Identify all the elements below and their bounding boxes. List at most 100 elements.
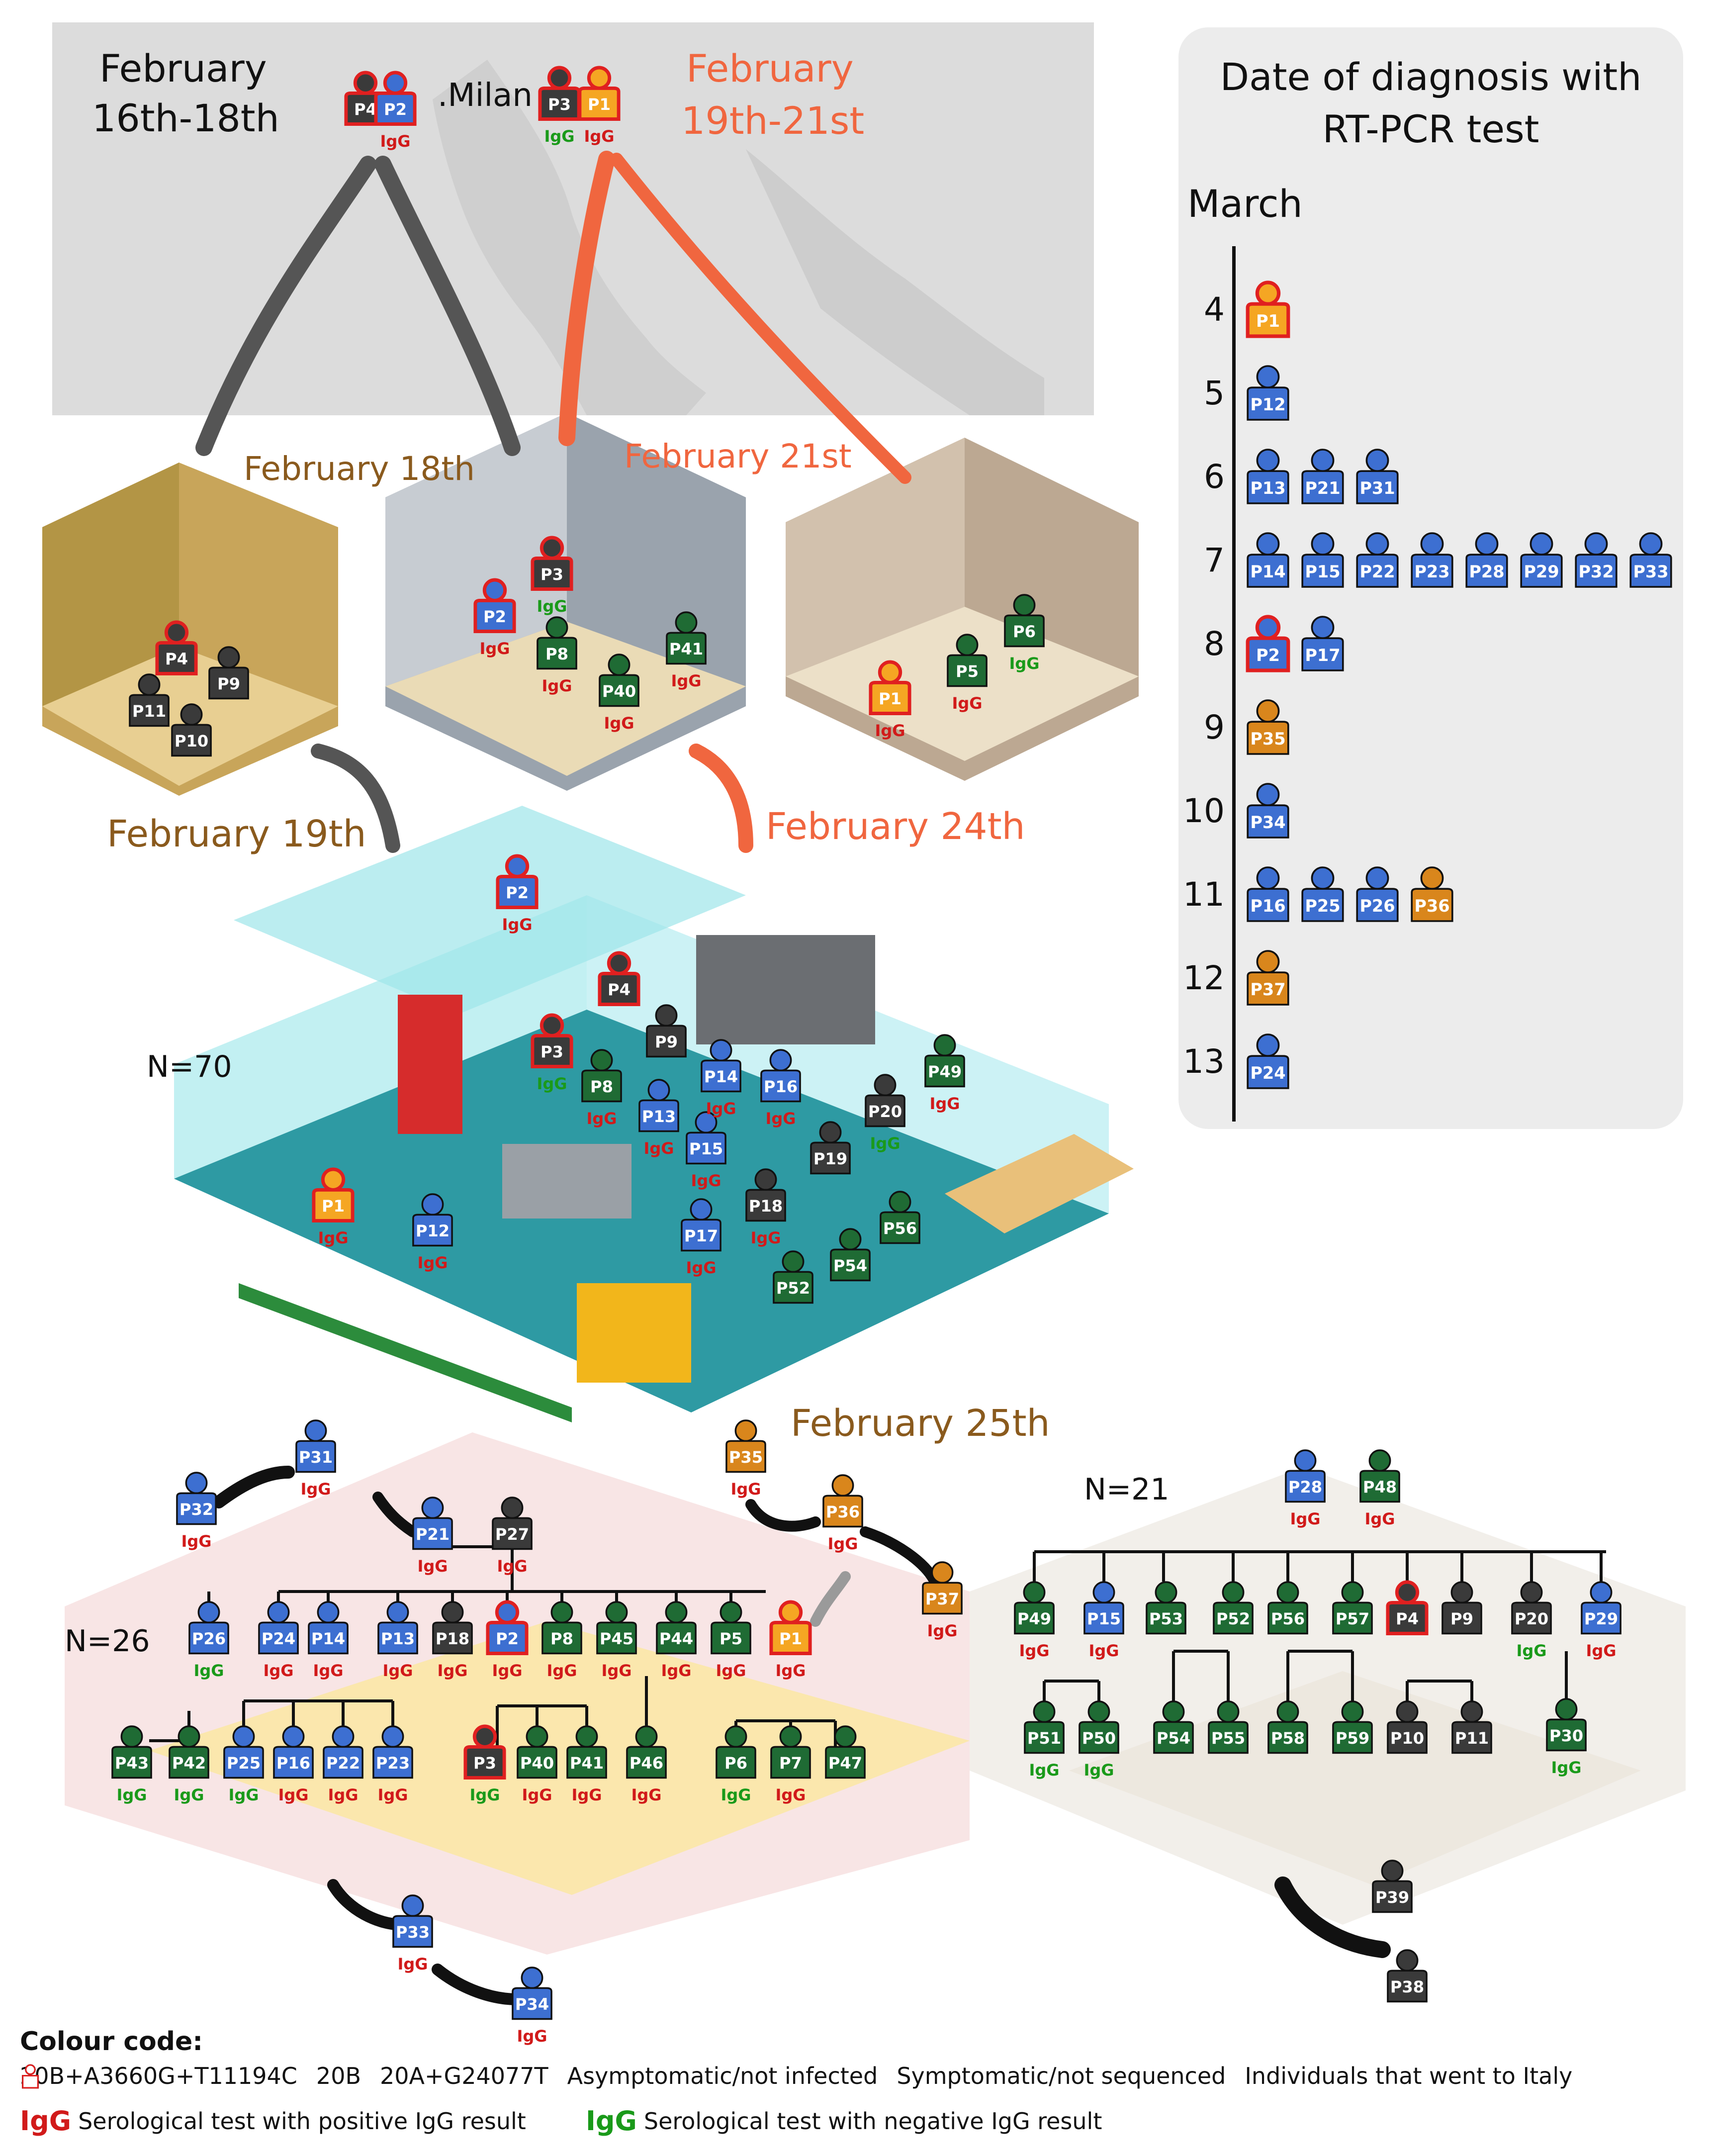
tree1-person-p33: P33 (392, 1894, 433, 1948)
tree1-person-p16-igg: IgG (278, 1785, 308, 1804)
factory-person-p20-head (874, 1074, 897, 1097)
tree1-person-p41: P41 (566, 1725, 607, 1779)
tree1-person-p25-body (223, 1746, 264, 1779)
tree2-person-p56: P56 (1267, 1581, 1308, 1635)
tree1-person-p22-id-label: P22 (326, 1754, 360, 1773)
tree2-person-p28-head (1294, 1449, 1317, 1472)
tree1-person-p24-igg: IgG (263, 1661, 293, 1680)
legend-item-1: 20B (22, 2062, 361, 2089)
tree1-person-p21-body (412, 1517, 453, 1550)
tree2-person-p59-id-label: P59 (1336, 1729, 1369, 1748)
factory-person-p1-head (321, 1167, 346, 1192)
igg-labels: IgG IgG IgG IgG IgG IgG IgG IgG IgG IgG IgG IgG IgG I… (116, 127, 1616, 2046)
tree1-person-p13-id-label: P13 (381, 1629, 415, 1648)
timeline-person-p2: P2 (1246, 615, 1290, 672)
tree1-person-p2-id-label: P2 (496, 1629, 519, 1648)
tree1-person-p18: P18 (432, 1601, 473, 1655)
timeline-person-p25-head (1311, 866, 1335, 890)
house1-person-p9-head (217, 646, 240, 669)
tree2-person-p57: P57 (1332, 1581, 1373, 1635)
tree1-person-p24-body (258, 1621, 299, 1655)
tree1-person-p46-head (635, 1725, 658, 1748)
tree1-person-p3-igg: IgG (469, 1785, 500, 1804)
tree1-person-p6-igg: IgG (721, 1785, 751, 1804)
tree1-person-p1-igg: IgG (775, 1661, 806, 1680)
tree2-person-p4-body (1386, 1600, 1429, 1635)
tree1-person-p40-igg: IgG (522, 1785, 552, 1804)
tree2-person-p9: P9 (1442, 1581, 1482, 1635)
tree2-person-p39-id-label: P39 (1375, 1888, 1409, 1907)
tree1-person-p5: P5 (711, 1601, 751, 1655)
factory-person-p14-igg: IgG (706, 1099, 736, 1118)
tree1-person-p41-igg: IgG (571, 1785, 602, 1804)
factory-person-p4-head (607, 951, 631, 975)
house1-person-p9: P9 (208, 646, 249, 700)
tree1-person-p1: P1 (769, 1600, 812, 1655)
timeline-title-line2: RT-PCR test (1322, 107, 1539, 151)
timeline-month: March (1187, 182, 1303, 226)
tree2-person-p59: P59 (1332, 1700, 1373, 1754)
tree1-person-p47-body (825, 1746, 866, 1779)
house2-person-p3-body (531, 556, 573, 591)
factory-person-p16-head (769, 1049, 792, 1072)
tree2-person-p57-id-label: P57 (1336, 1609, 1369, 1628)
factory-person-p8-head (590, 1049, 613, 1072)
tree2-person-p11-head (1460, 1700, 1483, 1723)
tree2-person-p29: P29 (1581, 1581, 1622, 1635)
n70-label: N=70 (147, 1049, 232, 1084)
tree2-person-p9-id-label: P9 (1450, 1609, 1473, 1628)
factory-person-p18-id-label: P18 (749, 1197, 783, 1216)
timeline-person-p14-head (1256, 532, 1280, 556)
chain-person-p35-igg: IgG (730, 1480, 761, 1499)
timeline-person-p21-body (1301, 470, 1344, 504)
factory-person-p12-head (421, 1193, 444, 1216)
tree1-person-p23-id-label: P23 (376, 1754, 410, 1773)
tree2-person-p54-body (1153, 1721, 1194, 1754)
factory-person-p18-head (754, 1168, 777, 1191)
timeline-person-p23: P23 (1411, 532, 1453, 588)
factory-person-p54: P54 (830, 1228, 871, 1282)
italy-person-p2-body (374, 91, 417, 126)
timeline-person-p34-id-label: P34 (1250, 813, 1285, 832)
factory-person-p14-head (710, 1039, 732, 1062)
tree1-person-p14-igg: IgG (313, 1661, 343, 1680)
chain-person-p37-igg: IgG (927, 1621, 957, 1640)
tree1-person-p7-id-label: P7 (779, 1754, 802, 1773)
timeline-person-p16-body (1247, 888, 1289, 922)
factory-person-p56-head (889, 1191, 911, 1214)
house3-person-p1-head (878, 660, 902, 684)
italy-person-p2-id-label: P2 (384, 100, 407, 119)
tree1-person-p25: P25 (223, 1725, 264, 1779)
house2-person-p2-igg: IgG (479, 639, 510, 658)
timeline-person-p33-id-label: P33 (1633, 562, 1668, 581)
tree2-person-p48-body (1359, 1470, 1400, 1503)
timeline-person-p26-body (1356, 888, 1399, 922)
tree1-person-p25-igg: IgG (228, 1785, 259, 1804)
legend-item-3: Asymptomatic/not infected (22, 2062, 878, 2089)
tree1-person-p16-id-label: P16 (276, 1754, 310, 1773)
factory-person-p3-id-label: P3 (541, 1042, 563, 1061)
tree2-person-p55: P55 (1208, 1700, 1249, 1754)
italy-person-p1-igg: IgG (584, 127, 614, 146)
factory-person-p1-body (312, 1188, 355, 1222)
factory-person-p52-body (773, 1271, 813, 1304)
factory-person-p4-body (598, 971, 640, 1006)
factory-person-p18-body (745, 1189, 786, 1222)
timeline-axis (1232, 246, 1236, 1122)
italy-person-p1-body (578, 86, 621, 121)
timeline-person-p12-body (1247, 386, 1289, 421)
timeline-person-p26-id-label: P26 (1359, 896, 1395, 916)
tree1-person-p31-body (295, 1440, 336, 1473)
tree1-person-p8-head (550, 1601, 573, 1624)
timeline-person-p12: P12 (1247, 365, 1289, 421)
house2-person-p40-body (599, 674, 639, 707)
feb-19-21-label-line2: 19th-21st (681, 98, 865, 143)
factory-person-p2-igg: IgG (502, 915, 532, 934)
timeline-person-p2-body (1246, 636, 1290, 672)
tree1-person-p22: P22 (323, 1725, 363, 1779)
timeline-person-p13-id-label: P13 (1250, 478, 1285, 498)
factory-person-p54-id-label: P54 (833, 1256, 867, 1275)
house2-person-p41: P41 (666, 611, 707, 665)
tree2-person-p29-id-label: P29 (1584, 1609, 1618, 1628)
house1-person-p9-body (208, 666, 249, 700)
